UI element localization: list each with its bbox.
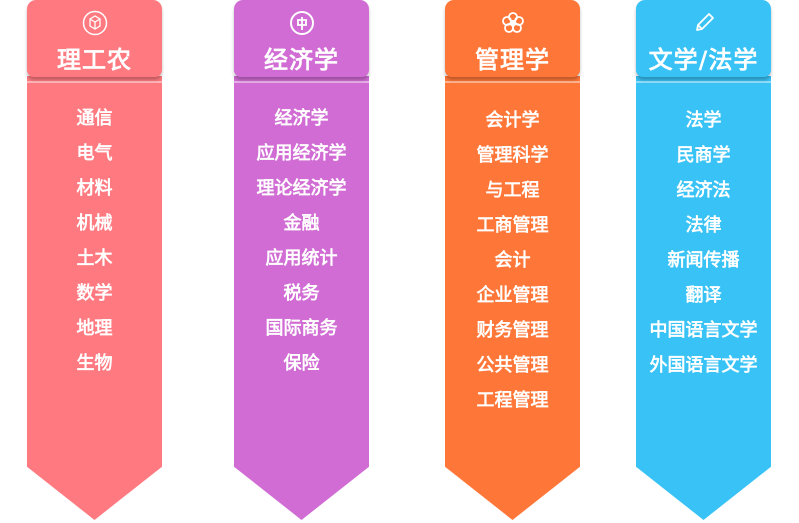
list-item: 材料 (76, 178, 113, 199)
column-title: 文学/法学 (648, 46, 759, 74)
pencil-icon (695, 13, 714, 31)
column-header: 经济学 (234, 0, 369, 77)
column-header: 理工农 (27, 0, 162, 77)
list-item: 会计学 (485, 110, 540, 131)
column-body: 法学 民商学 经济法 法律 新闻传播 翻译 中国语言文学 外国语言文学 (636, 76, 771, 520)
list-item: 应用经济学 (256, 143, 347, 164)
list-item: 经济学 (274, 108, 329, 129)
cube-icon (82, 10, 107, 36)
list-item: 企业管理 (476, 285, 549, 306)
list-item: 通信 (76, 108, 113, 129)
list-item: 工商管理 (476, 215, 549, 236)
list-item: 机械 (76, 213, 113, 234)
column-header: 管理学 (445, 0, 580, 77)
currency-icon (289, 11, 314, 35)
column-title: 经济学 (264, 46, 339, 74)
list-item: 土木 (76, 248, 113, 269)
column-management: 管理学 会计学 管理科学 与工程 工商管理 会计 企业管理 财务管理 公共管理 … (445, 0, 580, 523)
list-item: 外国语言文学 (649, 355, 758, 376)
list-item: 与工程 (485, 180, 540, 201)
list-item: 经济法 (676, 180, 731, 201)
list-item: 数学 (76, 283, 113, 304)
list-item: 翻译 (685, 285, 722, 306)
list-item: 地理 (76, 318, 113, 339)
list-item: 应用统计 (265, 248, 338, 269)
divider (27, 81, 162, 83)
list-item: 理论经济学 (256, 178, 347, 199)
list-item: 工程管理 (476, 390, 549, 411)
list-item: 保险 (283, 353, 320, 374)
list-item: 国际商务 (265, 318, 338, 339)
list-item: 财务管理 (476, 320, 549, 341)
list-item: 法学 (685, 110, 722, 131)
column-title: 理工农 (57, 46, 132, 74)
column-literature-law: 文学/法学 法学 民商学 经济法 法律 新闻传播 翻译 中国语言文学 外国语言文… (636, 0, 771, 523)
flower-icon (501, 12, 524, 33)
column-economics: 经济学 经济学 应用经济学 理论经济学 金融 应用统计 税务 国际商务 保险 (234, 0, 369, 523)
list-item: 会计 (494, 250, 531, 271)
list-item: 金融 (283, 213, 320, 234)
list-item: 中国语言文学 (649, 320, 758, 341)
list-item: 税务 (283, 283, 320, 304)
column-body: 会计学 管理科学 与工程 工商管理 会计 企业管理 财务管理 公共管理 工程管理 (445, 76, 580, 520)
list-item: 电气 (76, 143, 113, 164)
divider (636, 81, 771, 83)
list-item: 法律 (685, 215, 722, 236)
list-item: 公共管理 (476, 355, 549, 376)
column-title: 管理学 (475, 46, 550, 74)
column-science: 理工农 通信 电气 材料 机械 土木 数学 地理 生物 (27, 0, 162, 523)
list-item: 新闻传播 (667, 250, 740, 271)
column-header: 文学/法学 (636, 0, 771, 77)
divider (234, 81, 369, 83)
list-item: 管理科学 (476, 145, 549, 166)
list-item: 生物 (76, 353, 113, 374)
divider (445, 81, 580, 83)
column-body: 经济学 应用经济学 理论经济学 金融 应用统计 税务 国际商务 保险 (234, 76, 369, 520)
list-item: 民商学 (676, 145, 731, 166)
column-body: 通信 电气 材料 机械 土木 数学 地理 生物 (27, 76, 162, 520)
